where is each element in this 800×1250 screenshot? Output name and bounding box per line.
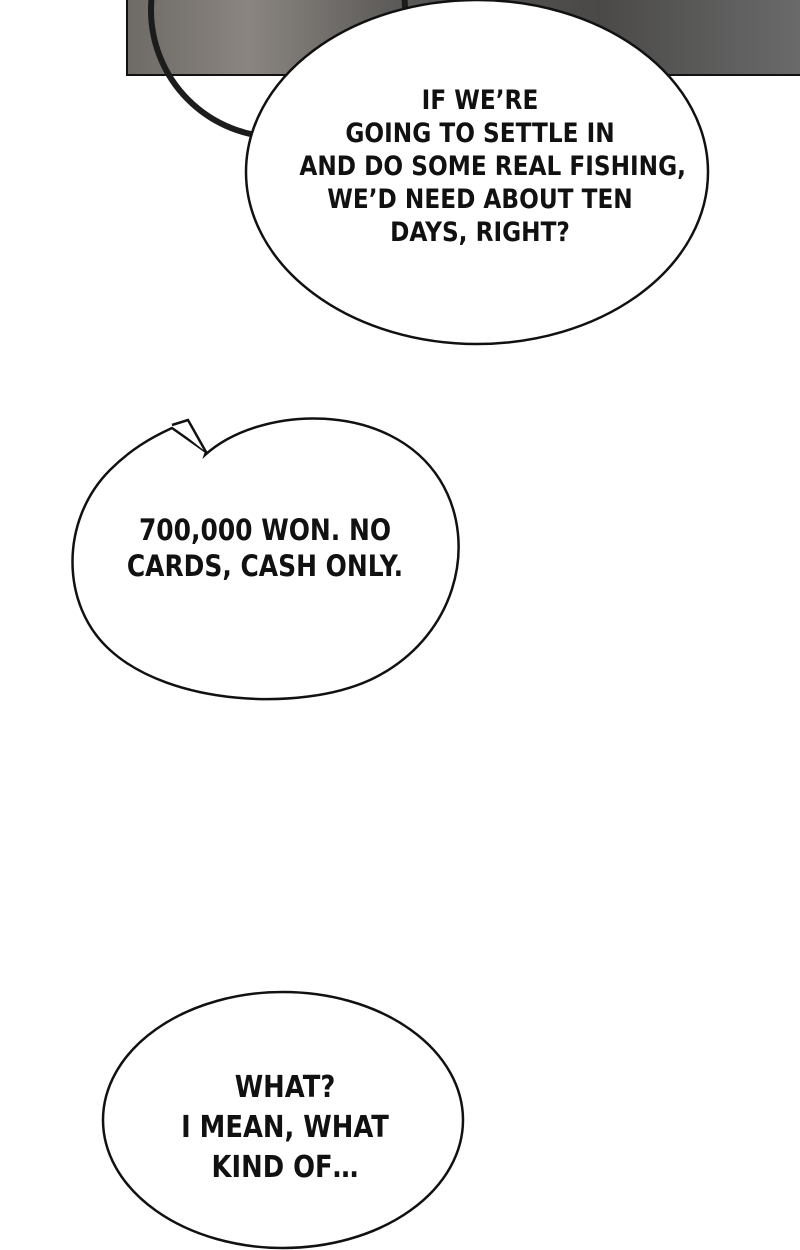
speech-bubble-3 [101, 990, 465, 1250]
bubble-3-line-3: KIND OF… [211, 1150, 359, 1185]
speech-bubble-3-text: WHAT? I MEAN, WHAT KIND OF… [139, 1068, 431, 1188]
speech-bubble-2 [71, 417, 460, 701]
bubble-3-line-1: WHAT? [234, 1070, 336, 1105]
bubble-2-line-2: CARDS, CASH ONLY. [126, 549, 404, 583]
speech-bubble-1 [244, 0, 710, 346]
speech-bubble-2-tail [171, 418, 208, 453]
bubble-1-line-2: GOING TO SETTLE IN [345, 118, 615, 149]
bubble-1-line-3: AND DO SOME REAL FISHING, [299, 151, 686, 182]
bubble-1-line-5: DAYS, RIGHT? [390, 217, 570, 248]
bubble-3-line-2: I MEAN, WHAT [181, 1110, 389, 1145]
speech-bubble-1-text: IF WE’RE GOING TO SETTLE IN AND DO SOME … [299, 84, 686, 249]
bubble-1-line-1: IF WE’RE [421, 85, 539, 116]
speech-bubble-2-text: 700,000 WON. NO CARDS, CASH ONLY. [110, 512, 420, 584]
bubble-2-line-1: 700,000 WON. NO [138, 513, 392, 547]
bubble-1-line-4: WE’D NEED ABOUT TEN [327, 184, 633, 215]
